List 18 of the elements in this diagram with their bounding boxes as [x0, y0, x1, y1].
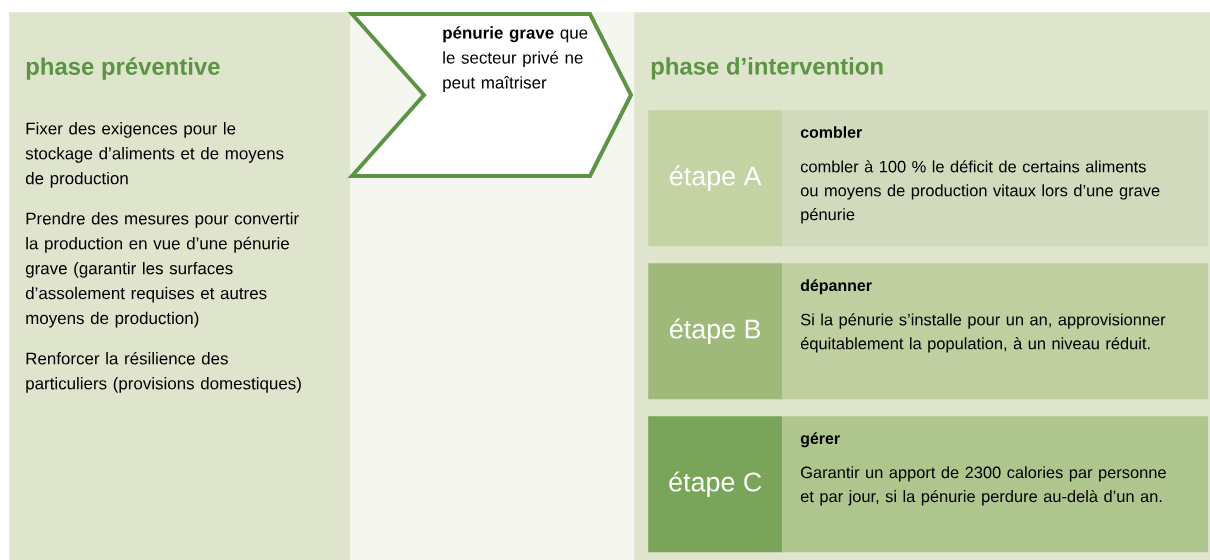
step-label-cell: étape C [648, 416, 783, 553]
step-heading: dépanner [800, 279, 872, 295]
step-description: Garantir un apport de 2300 calories par personne et par jour, si la pénurie perdure au-delà d’un an. [800, 466, 1166, 506]
panel-heading: phase d’intervention [651, 57, 883, 80]
step-content-cell [782, 416, 1209, 553]
step-label-cell: étape A [648, 110, 783, 247]
step-content-cell [782, 263, 1209, 400]
step-content-cell [782, 110, 1209, 247]
paragraph: Fixer des exigences pour le stockage d’aliments et de moyens de production [25, 122, 284, 188]
panel-heading: phase préventive [26, 57, 220, 80]
step-description: combler à 100 % le déficit de certains aliments ou moyens de production vitaux lors d’une grave pénurie [800, 160, 1160, 224]
step-description: Si la pénurie s’installe pour un an, approvisionner équitablement la population, à un niveau réduit. [800, 313, 1166, 353]
step-heading: combler [800, 126, 862, 138]
phase-panel [9, 12, 351, 560]
step-heading: gérer [800, 432, 840, 448]
paragraph: Prendre des mesures pour convertir la production en vue d’une pénurie grave (garantir les surfaces d’assolement requises et autres moyens de production) [25, 212, 299, 328]
paragraph: Renforcer la résilience des particuliers (provisions domestiques) [26, 351, 301, 393]
step-label-cell: étape B [648, 263, 783, 400]
